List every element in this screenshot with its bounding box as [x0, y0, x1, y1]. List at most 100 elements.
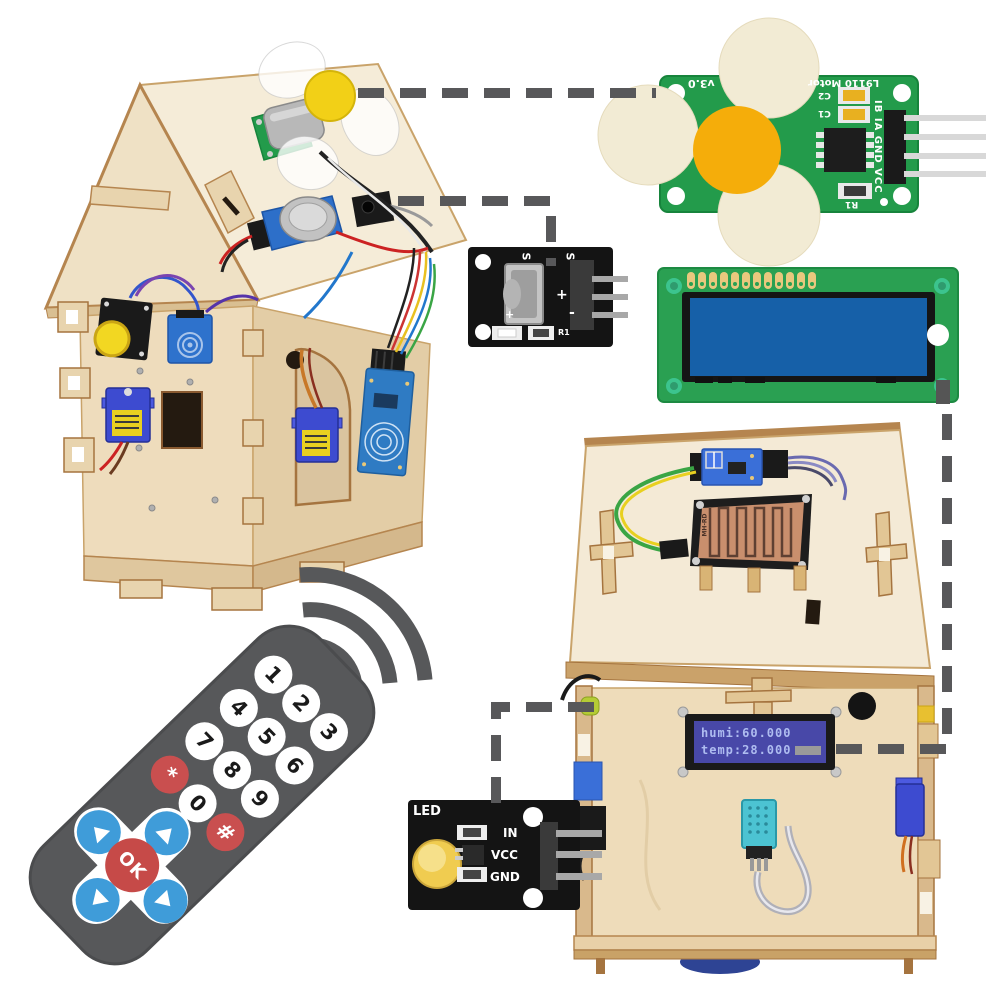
connector-lines: [358, 88, 952, 816]
driver-ic: [816, 128, 874, 172]
lcd1602-module: [657, 267, 959, 404]
connector-houselcd-to-lcd: [836, 410, 952, 754]
gas-sensor-wire-black: [220, 238, 249, 273]
rfid-module: [356, 348, 415, 477]
corner-joints: [242, 329, 264, 525]
driver-part-label: L9110 Motor: [808, 77, 880, 88]
chimney-handle: [725, 677, 792, 716]
roof-ir-dome: [361, 200, 375, 214]
led-module: [408, 800, 602, 910]
flower-petal: [597, 84, 699, 186]
fan-blade: [276, 135, 340, 191]
up-arrow-icon: [155, 821, 178, 845]
edge-wood-tab: [917, 839, 941, 879]
base-tab: [119, 579, 163, 599]
driver-pin-labels: IB IA GND VCC: [872, 100, 883, 194]
driver-pins: [904, 115, 986, 177]
ribbon-cable: [787, 455, 848, 501]
ir-sensor-dome: [503, 279, 521, 309]
edge-blue-module: [573, 761, 603, 801]
base-leg: [596, 958, 605, 974]
left-arrow-icon: [87, 820, 111, 844]
roof-bracket-left: [589, 509, 634, 595]
rain-sensor-traces: [708, 506, 793, 558]
roof-slat-slot: [222, 196, 240, 216]
servo-side: [291, 347, 343, 463]
lcd-tab: [936, 380, 950, 404]
edge-black-module: [578, 806, 606, 850]
roof-bracket-right: [865, 511, 908, 597]
led-pins: [556, 830, 602, 880]
connector-houseled-to-led: [491, 702, 594, 816]
driver-version-label: v3.0: [688, 77, 715, 90]
sensor-wire-blue: [128, 276, 200, 317]
flower-petal: [718, 17, 820, 119]
edge-yellow-cap: [917, 705, 935, 723]
ir-minus-label: -: [569, 305, 575, 321]
yellow-push-button: [93, 320, 131, 358]
house-lcd: [677, 706, 842, 778]
driver-c2-label: C2: [818, 90, 831, 100]
house-lcd-cursor: [795, 746, 821, 755]
wall-screws: [135, 367, 219, 512]
gas-sensor: [218, 195, 343, 273]
bottom-smart-house: [560, 422, 941, 974]
rain-sensor-model-label: MH-RD: [701, 513, 709, 537]
sensor-wire-yellow: [620, 470, 697, 548]
gable-slat: [89, 185, 171, 211]
roof-slot: [805, 599, 821, 625]
house-lcd-line1: humi:60.000: [701, 726, 792, 740]
base-board-right: [252, 521, 423, 593]
led-connector: [540, 822, 558, 890]
rain-sensor-connector: [659, 538, 689, 560]
capacitor-c2: [843, 90, 865, 101]
base-front: [573, 949, 937, 960]
roof-fan-assembly: [251, 41, 400, 191]
pillar-notch: [578, 734, 590, 756]
led-in-label: IN: [503, 826, 518, 840]
led-highlight: [418, 844, 446, 872]
gas-sensor-wire-red: [218, 234, 253, 265]
dht11-sensor: [741, 799, 812, 915]
wall-hole: [848, 692, 876, 720]
button-module: [93, 297, 153, 361]
led-name-label: LED: [413, 804, 441, 819]
capacitor-c1: [843, 109, 865, 120]
door-peep-hole: [286, 351, 304, 369]
ir-plus-label-small: +: [505, 308, 515, 321]
jumper-wires: [386, 247, 436, 359]
fan-hub-cap: [304, 70, 356, 122]
ir-r1-label: R1: [558, 328, 570, 337]
servo-front: [99, 387, 155, 475]
edge-wires: [560, 674, 602, 701]
ir-s-label-right: S: [563, 252, 577, 261]
down-arrow-icon: [86, 888, 109, 912]
base-slab: [573, 935, 937, 951]
pillar-notch: [920, 892, 932, 914]
base-tab: [211, 587, 263, 611]
driver-header: [884, 110, 906, 184]
sensor-wire-green: [614, 466, 695, 553]
led-gnd-label: GND: [490, 870, 520, 884]
edge-servo: [895, 777, 925, 875]
driver-r1-label: R1: [845, 199, 859, 209]
rain-sensor: [690, 494, 812, 593]
resistor-r1: [844, 186, 866, 196]
lcd-screen: [690, 298, 927, 376]
lcd-side-dot: [927, 324, 949, 346]
led-transistor: [462, 845, 484, 865]
house-lcd-line2: temp:28.000: [701, 743, 792, 757]
wall-pegs-left: [57, 301, 95, 473]
flower-center: [693, 106, 781, 194]
driver-c1-label: C1: [818, 108, 831, 118]
rain-sensor-board: [698, 502, 804, 562]
ir-pins: [592, 276, 628, 318]
led-vcc-label: VCC: [491, 848, 518, 862]
ir-receiver-module: [468, 247, 628, 347]
comparator-module: [690, 448, 788, 486]
right-arrow-icon: [154, 889, 177, 913]
base-leg: [904, 958, 913, 974]
ir-sensor-body: [511, 270, 537, 318]
